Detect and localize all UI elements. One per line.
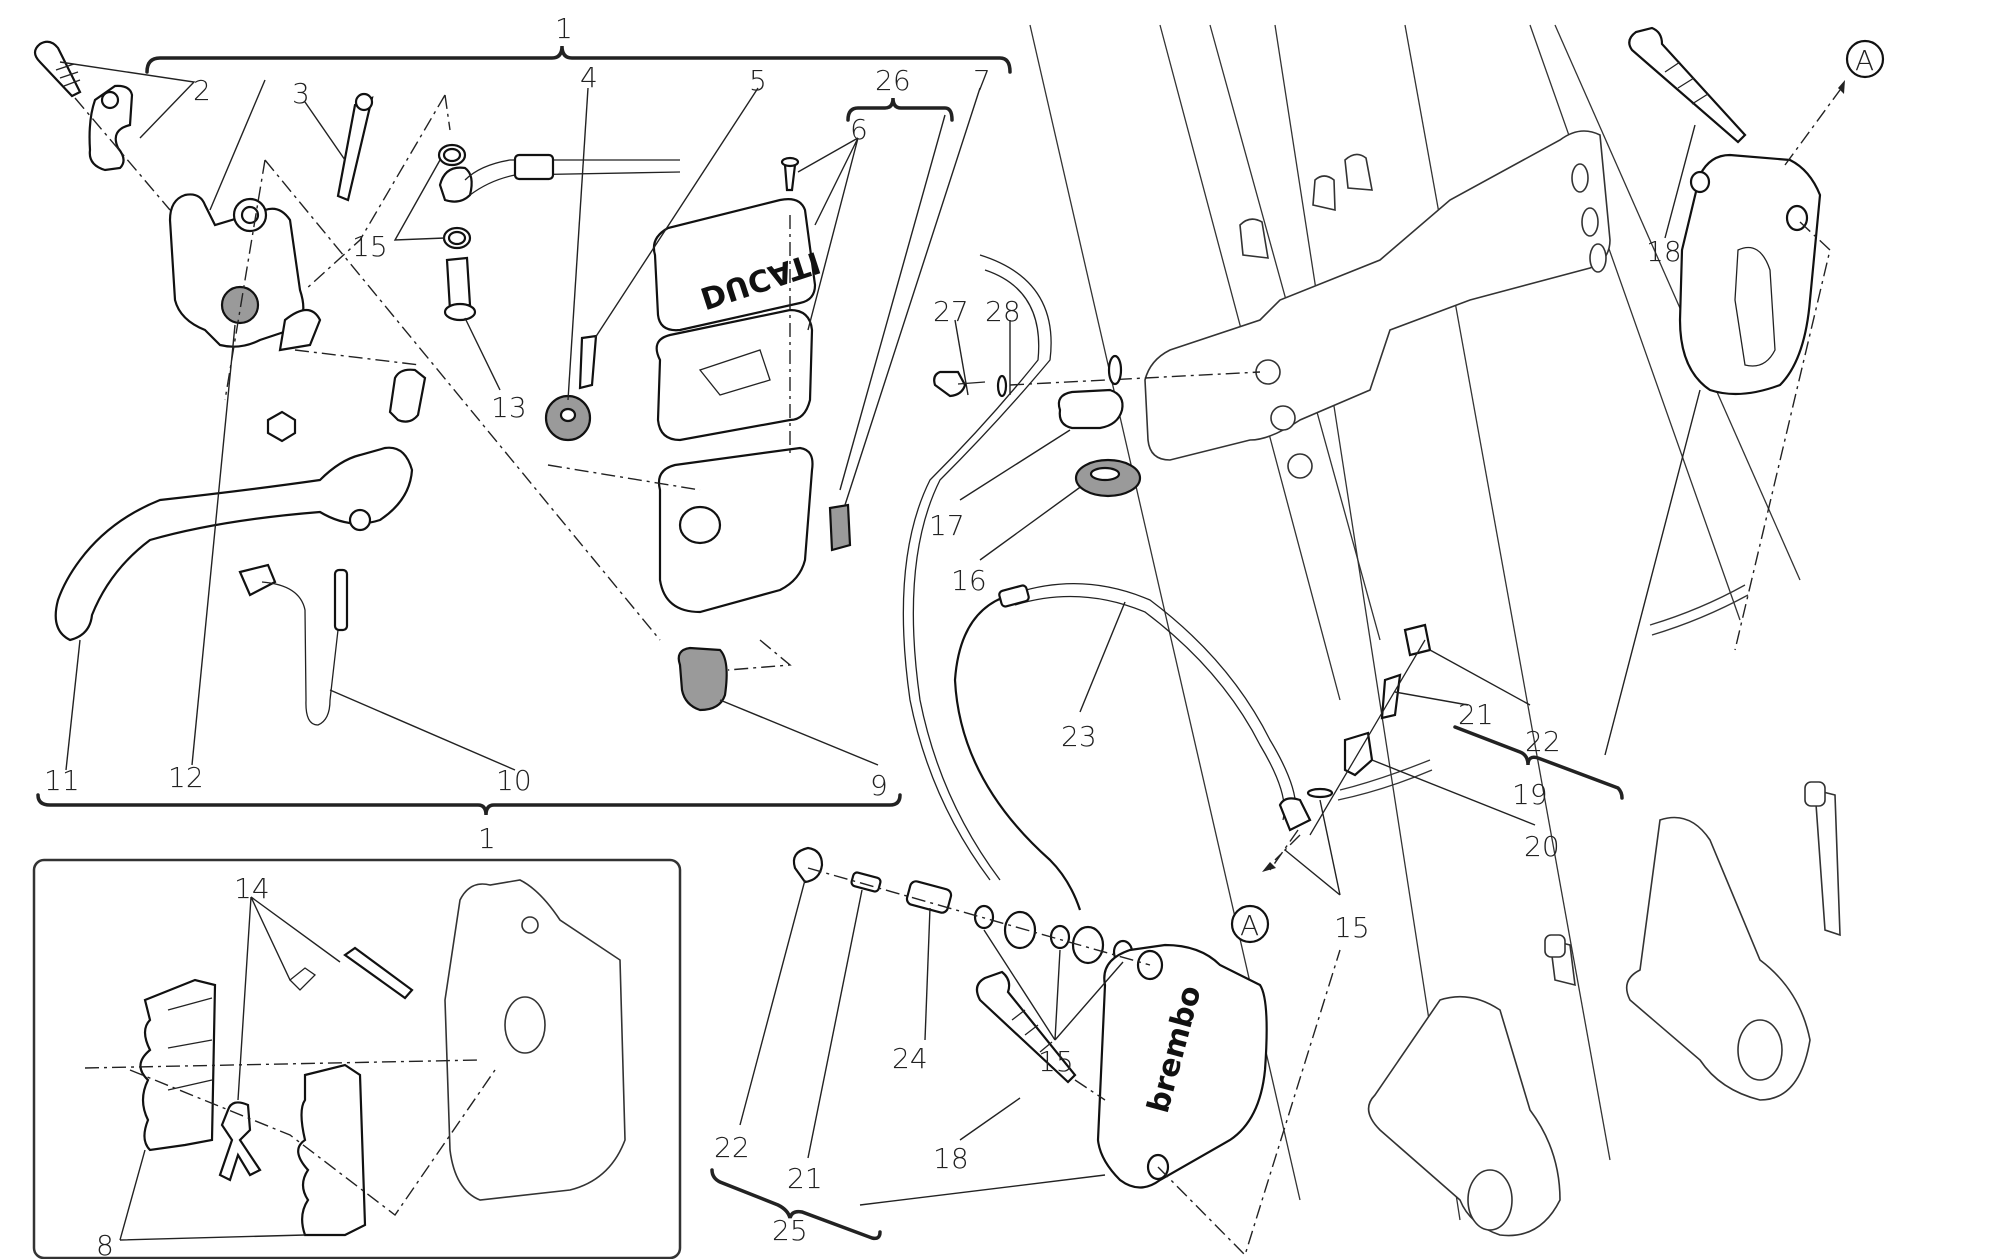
callout-6: 6 xyxy=(850,113,868,146)
callout-3: 3 xyxy=(292,77,310,110)
group-25-label: 25 xyxy=(772,1214,808,1247)
master-cylinder-assembly xyxy=(33,40,681,726)
callout-21-bottom: 21 xyxy=(787,1162,823,1195)
brake-fluid-reservoir: DUCATI xyxy=(544,156,852,712)
group-26-label: 26 xyxy=(875,64,911,97)
callout-13: 13 xyxy=(491,391,527,424)
callout-15-right: 15 xyxy=(1334,911,1370,944)
group-1-top-bracket: 1 xyxy=(145,12,1012,74)
brake-caliper-left-assembly: brembo xyxy=(739,254,1341,1257)
ref-a-top: A xyxy=(1855,44,1874,77)
callout-22-bottom: 22 xyxy=(714,1131,750,1164)
ref-a-middle-circle xyxy=(1230,904,1270,944)
callout-11: 11 xyxy=(44,764,80,797)
ref-a-top-circle xyxy=(1845,39,1885,79)
bleeder-group-19: A 19 xyxy=(1230,623,1624,944)
leader-lines-left xyxy=(59,61,981,771)
callout-18-bottom: 18 xyxy=(933,1142,969,1175)
group-1-bottom-label: 1 xyxy=(478,822,496,855)
arrow-up-icon xyxy=(1838,80,1845,94)
ref-a-middle: A xyxy=(1240,909,1259,942)
hose-guide-bracket xyxy=(933,354,1261,498)
callout-21-right: 21 xyxy=(1458,698,1494,731)
callout-27: 27 xyxy=(933,295,969,328)
callout-4: 4 xyxy=(580,61,598,94)
arrow-down-icon xyxy=(1262,862,1276,872)
callout-7: 7 xyxy=(973,64,991,97)
callout-14: 14 xyxy=(234,872,270,905)
callout-8: 8 xyxy=(96,1229,114,1259)
callout-23: 23 xyxy=(1061,720,1097,753)
group-19-label: 19 xyxy=(1512,778,1548,811)
callout-22-right: 22 xyxy=(1525,725,1561,758)
front-fork-assembly xyxy=(1029,24,1841,1237)
callout-20: 20 xyxy=(1524,830,1560,863)
assembly-guide-lines-left xyxy=(74,94,792,671)
callout-labels: 2 3 4 5 6 7 15 13 11 12 10 9 14 8 27 28 … xyxy=(44,61,1682,1259)
callout-17: 17 xyxy=(929,509,965,542)
group-26-bracket: 26 xyxy=(846,64,954,122)
callout-9: 9 xyxy=(870,769,888,802)
group-1-bottom-bracket: 1 xyxy=(36,793,902,855)
callout-18-right: 18 xyxy=(1646,235,1682,268)
brake-pad-inset xyxy=(32,858,682,1259)
callout-12: 12 xyxy=(168,761,204,794)
callout-16: 16 xyxy=(951,564,987,597)
brake-caliper-right-assembly: A xyxy=(1604,26,1885,756)
callout-2: 2 xyxy=(193,74,211,107)
callout-24: 24 xyxy=(892,1042,928,1075)
callout-15-middle: 15 xyxy=(1038,1045,1074,1078)
group-25-bracket: 25 xyxy=(710,1168,882,1247)
callout-15-top: 15 xyxy=(352,230,388,263)
callout-10: 10 xyxy=(496,764,532,797)
callout-5: 5 xyxy=(749,64,767,97)
callout-28: 28 xyxy=(985,295,1021,328)
group-1-top-label: 1 xyxy=(555,12,573,45)
